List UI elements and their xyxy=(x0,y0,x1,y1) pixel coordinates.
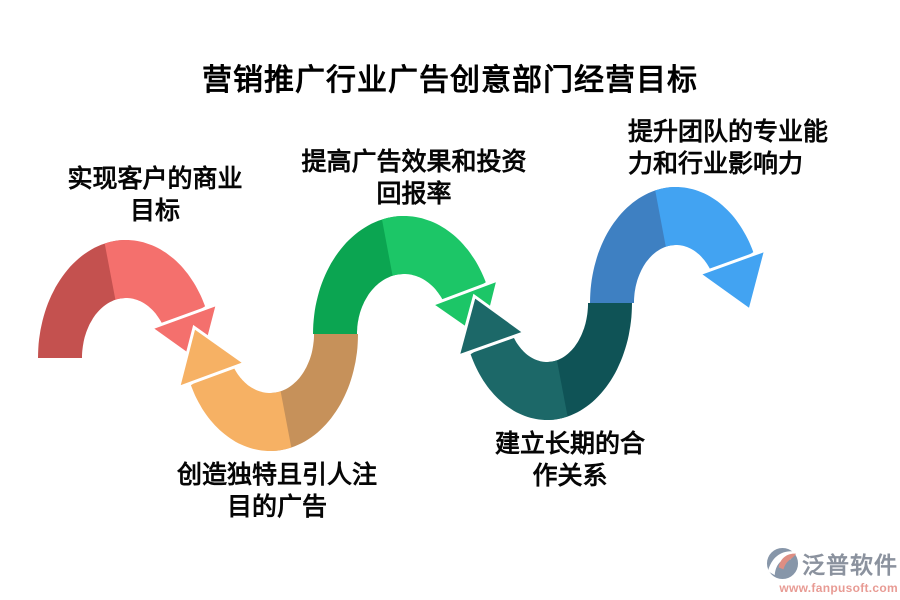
arc-band-dark-1 xyxy=(38,240,130,358)
arc-band-dark-4 xyxy=(544,303,632,420)
goal-label-2: 创造独特且引人注 目的广告 xyxy=(176,461,377,521)
page-title: 营销推广行业广告创意部门经营目标 xyxy=(202,64,698,97)
goal-label-3: 提高广告效果和投资 回报率 xyxy=(301,148,527,208)
arrow-up-icon-4 xyxy=(455,293,528,359)
arc-band-dark-5 xyxy=(590,187,679,303)
arrow-up-icon-2 xyxy=(176,324,248,390)
arc-band-light-5 xyxy=(655,187,754,278)
fanpu-logo-icon xyxy=(766,547,799,579)
arc-band-light-3 xyxy=(382,216,486,308)
arrow-down-icon-5 xyxy=(696,247,768,313)
arc-segment-5 xyxy=(590,187,768,313)
arc-band-dark-2 xyxy=(266,334,358,451)
arc-segment-4 xyxy=(455,293,632,420)
arc-band-light-4 xyxy=(470,328,568,420)
goal-label-1: 实现客户的商业 目标 xyxy=(67,165,243,225)
arc-segment-1 xyxy=(38,240,220,367)
arc-band-light-2 xyxy=(190,359,292,451)
goal-label-4: 建立长期的合 作关系 xyxy=(494,430,645,490)
goal-label-5: 提升团队的专业能 力和行业影响力 xyxy=(628,118,829,178)
arc-segment-2 xyxy=(176,324,358,451)
brand-watermark: 泛普软件 www.fanpusoft.com xyxy=(762,546,898,595)
brand-name: 泛普软件 xyxy=(802,552,898,578)
arc-band-light-1 xyxy=(104,240,206,332)
brand-url: www.fanpusoft.com xyxy=(779,581,898,595)
arc-band-dark-3 xyxy=(313,216,408,334)
